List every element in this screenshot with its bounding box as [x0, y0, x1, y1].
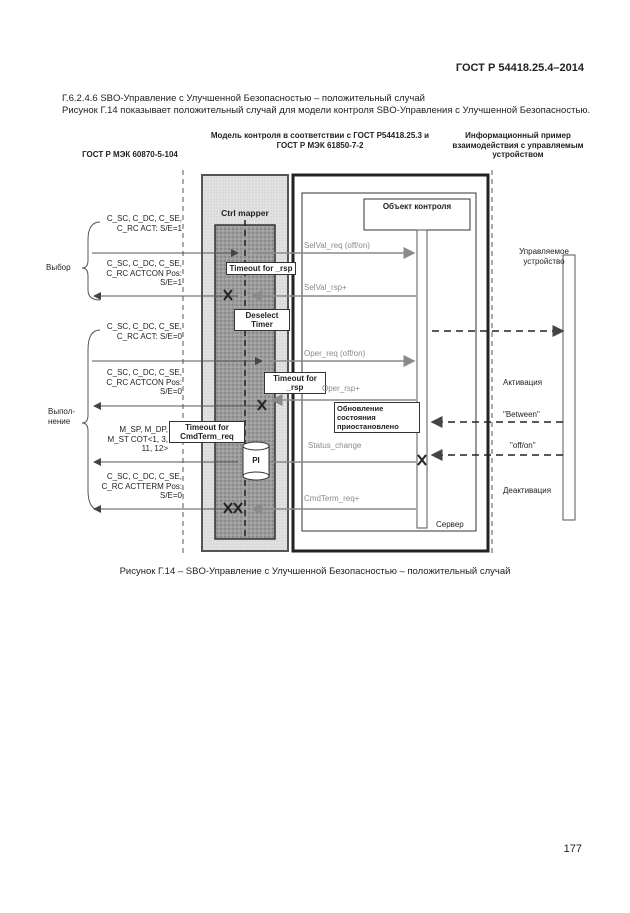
bracket-execute — [81, 329, 101, 511]
asdu-select-actcon: C_SC, C_DC, C_SE, C_RC ACTCON Pos: S/E=1 — [106, 259, 182, 287]
server-frame — [301, 192, 477, 532]
pi-label: PI — [252, 456, 260, 465]
intro-paragraph: Рисунок Г.14 показывает положительный сл… — [62, 105, 591, 116]
msg-cmdterm-req: CmdTerm_req+ — [304, 494, 360, 503]
between-label: "Between" — [503, 410, 540, 419]
deselect-timer-box: Deselect Timer — [234, 309, 290, 331]
bracket-select — [81, 221, 101, 301]
server-label: Сервер — [436, 520, 464, 529]
msg-status-change: Status_change — [308, 441, 362, 450]
standard-number: ГОСТ Р 54418.25.4–2014 — [455, 62, 584, 74]
timer-stop-marks — [223, 289, 427, 514]
timeout-box-operate: Timeout for _rsp — [264, 372, 326, 394]
deactivation-label: Деактивация — [503, 486, 552, 495]
pi-cylinder — [242, 441, 270, 481]
control-object-label: Объект контроля — [382, 202, 452, 211]
group-select-label: Выбор — [46, 263, 71, 272]
control-model-frame — [291, 173, 490, 553]
timeout-box-select: Timeout for _rsp — [226, 262, 296, 275]
column-header-right: Информационный пример взаимодействия с у… — [452, 131, 584, 159]
asdu-oper-actcon: C_SC, C_DC, C_SE, C_RC ACTCON Pos: S/E=0 — [106, 368, 182, 396]
asdu-oper-act: C_SC, C_DC, C_SE, C_RC ACT: S/E=0 — [106, 322, 182, 341]
msg-oper-req: Oper_req (off/on) — [304, 349, 366, 358]
figure-caption: Рисунок Г.14 – SBO-Управление с Улучшенн… — [119, 566, 511, 577]
timeout-box-cmdterm: Timeout for CmdTerm_req — [169, 421, 245, 443]
page-number: 177 — [563, 843, 582, 855]
activation-label: Активация — [503, 378, 543, 387]
msg-selval-req: SelVal_req (off/on) — [304, 241, 370, 250]
controlled-device-lifeline — [562, 254, 576, 521]
section-heading: Г.6.2.4.6 SBO-Управление с Улучшенной Бе… — [62, 93, 425, 104]
controlled-device-label: Управляемое устройство — [519, 247, 569, 266]
asdu-monitor: M_SP, M_DP, M_ST COT<1, 3, 11, 12> — [107, 425, 168, 453]
ctrl-mapper-label: Ctrl mapper — [221, 208, 269, 218]
group-execute-label: Выпол- нение — [48, 407, 76, 426]
column-header-middle: Модель контроля в соответствии с ГОСТ Р5… — [210, 131, 430, 150]
off-on-label: "off/on" — [510, 441, 536, 450]
asdu-select-act: C_SC, C_DC, C_SE, C_RC ACT: S/E=1 — [106, 214, 182, 233]
control-object-lifeline — [416, 229, 428, 529]
state-update-box: Обновление состояния приостановлено — [334, 402, 420, 433]
column-header-left: ГОСТ Р МЭК 60870-5-104 — [82, 150, 178, 159]
asdu-actterm: C_SC, C_DC, C_SE, C_RC ACTTERM Pos: S/E=… — [101, 472, 182, 500]
msg-oper-rsp: Oper_rsp+ — [322, 384, 361, 393]
msg-selval-rsp: SelVal_rsp+ — [304, 283, 347, 292]
